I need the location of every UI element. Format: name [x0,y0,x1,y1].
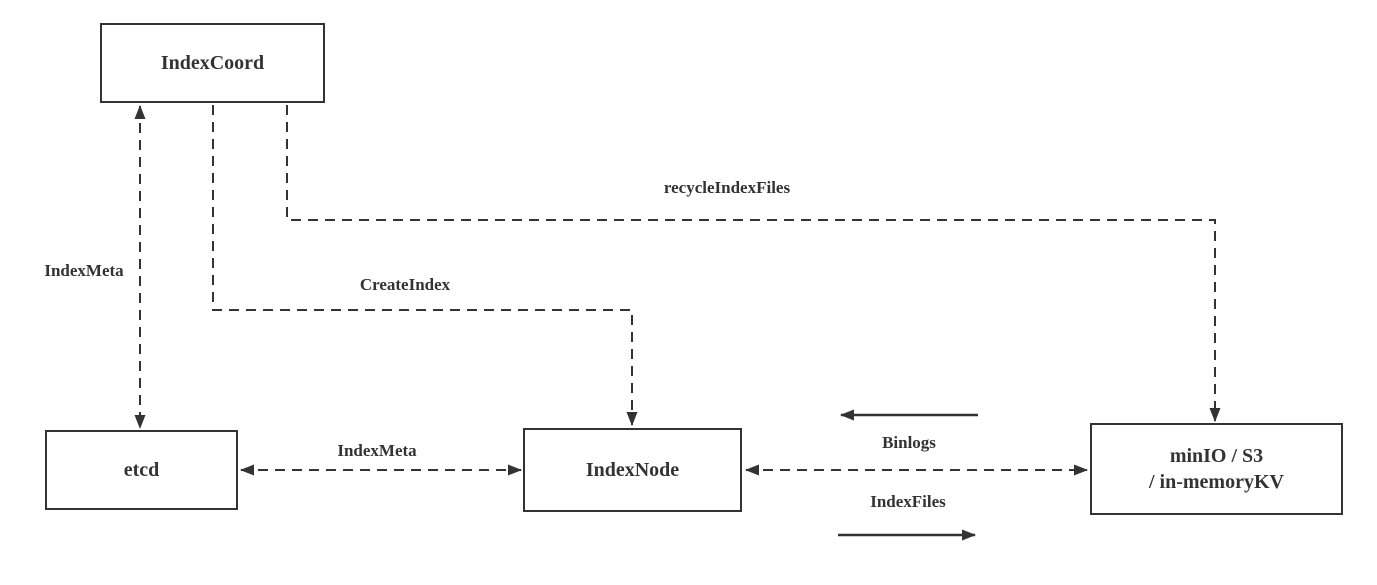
node-storage-label-line2: / in-memoryKV [1149,471,1284,493]
node-indexcoord-label: IndexCoord [160,52,265,74]
node-storage-label-line1: minIO / S3 [1169,445,1264,467]
node-etcd: etcd [45,430,238,510]
label-indexmeta-vertical: IndexMeta [42,261,126,281]
edge-recycleindexfiles [286,105,1221,422]
node-storage: minIO / S3 / in-memoryKV [1090,423,1343,515]
node-indexcoord: IndexCoord [100,23,325,103]
label-createindex: CreateIndex [357,275,453,295]
node-indexnode: IndexNode [523,428,742,512]
node-etcd-label: etcd [123,459,160,481]
label-recycleindexfiles: recycleIndexFiles [661,178,793,198]
label-indexmeta-horizontal: IndexMeta [335,441,419,461]
node-indexnode-label: IndexNode [585,459,680,481]
label-indexfiles: IndexFiles [868,492,948,512]
label-binlogs: Binlogs [880,433,938,453]
edge-createindex [212,105,638,426]
